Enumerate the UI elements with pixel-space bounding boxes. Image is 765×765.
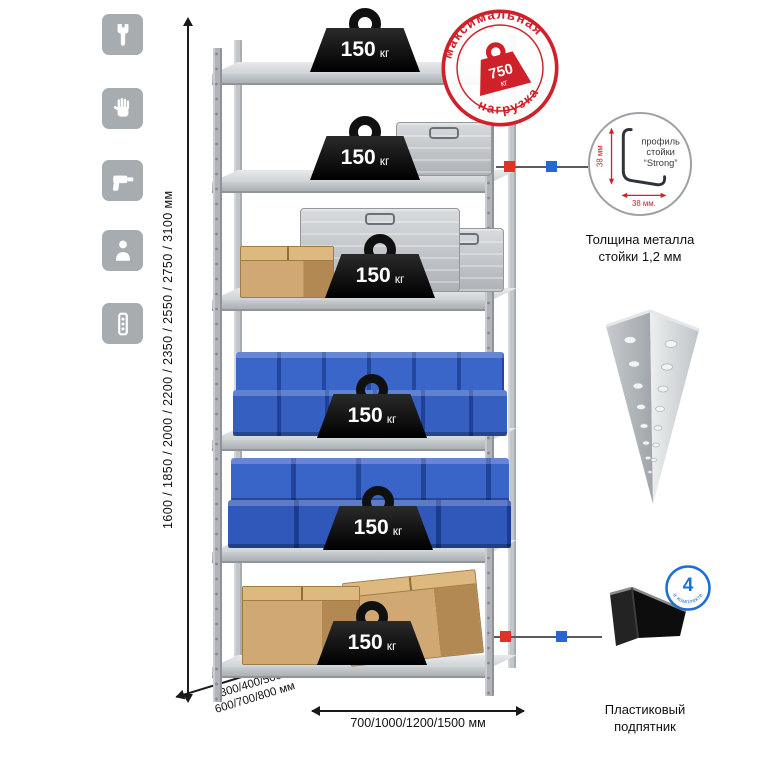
cardboard-box [240, 246, 334, 298]
load-unit: кг [386, 639, 397, 653]
width-dimension-label: 700/1000/1200/1500 мм [350, 716, 486, 730]
foot-caption: Пластиковый подпятник [575, 702, 715, 736]
height-dimension-line [183, 17, 193, 703]
perforated-angle-post-image [605, 309, 700, 504]
kit-count-badge: 4 в комплекте [665, 565, 711, 611]
width-dimension-line [311, 706, 525, 716]
profile-label-line3: “Strong” [644, 158, 678, 168]
width-dimension: 700/1000/1200/1500 мм [311, 706, 525, 730]
profile-label-line2: стойки [646, 147, 674, 157]
max-load-stamp: максимальная нагрузка 750 кг [431, 0, 559, 127]
shelf-front-edge [212, 552, 493, 563]
load-unit: кг [392, 524, 403, 538]
load-value: 150 [347, 404, 383, 427]
callout-line-bottom [494, 636, 602, 638]
feature-tile-gloves [102, 88, 143, 129]
shelf-front-edge [212, 300, 493, 311]
load-unit: кг [394, 272, 405, 286]
stamp-value: 750 [487, 61, 515, 83]
profile-dim-vertical: 38 мм [596, 145, 605, 167]
post-profile-detail: 38 мм 38 мм. профиль стойки “Strong” [587, 111, 693, 217]
red-marker-bottom [500, 631, 511, 642]
shelf-front-edge [212, 667, 493, 678]
profile-caption-line2: стойки 1,2 мм [598, 248, 682, 264]
rack-post-back-right [508, 34, 516, 668]
person-icon [115, 240, 130, 261]
feature-tile-post [102, 303, 143, 344]
feature-tile-person [102, 230, 143, 271]
load-value: 150 [355, 264, 391, 287]
blue-marker-bottom [556, 631, 567, 642]
foot-caption-line2: подпятник [614, 718, 676, 734]
red-marker-top [504, 161, 515, 172]
load-unit: кг [379, 46, 390, 60]
profile-dim-horizontal: 38 мм. [632, 199, 656, 208]
callout-line-top [496, 166, 588, 168]
feature-tile-drill [102, 160, 143, 201]
load-value: 150 [340, 38, 376, 61]
plastic-foot-image [609, 586, 687, 646]
profile-caption: Толщина металла стойки 1,2 мм [570, 232, 710, 266]
gloves-icon [113, 97, 129, 117]
stamp-unit: кг [499, 77, 508, 88]
shelf-front-edge [212, 440, 493, 451]
load-value: 150 [340, 146, 376, 169]
load-unit: кг [379, 154, 390, 168]
foot-caption-line1: Пластиковый [604, 702, 686, 717]
stamp-weight-body-icon [480, 51, 532, 97]
shelf-front-edge [212, 74, 493, 85]
shelf-front-edge [212, 182, 493, 193]
perforated-post-icon [117, 312, 128, 335]
rack-post-front-left [213, 48, 222, 702]
load-value: 150 [347, 631, 383, 654]
load-unit: кг [386, 412, 397, 426]
feature-tile-tools [102, 14, 143, 55]
profile-label-line1: профиль [641, 136, 680, 146]
height-dimension-label: 1600 / 1850 / 2000 / 2200 / 2350 / 2550 … [161, 190, 175, 530]
blue-marker-top [546, 161, 557, 172]
badge-number: 4 [683, 575, 694, 596]
load-value: 150 [353, 516, 389, 539]
profile-drawing [621, 128, 667, 187]
wrench-icon [117, 23, 128, 46]
drill-icon [112, 175, 133, 191]
profile-caption-line1: Толщина металла [585, 232, 695, 247]
